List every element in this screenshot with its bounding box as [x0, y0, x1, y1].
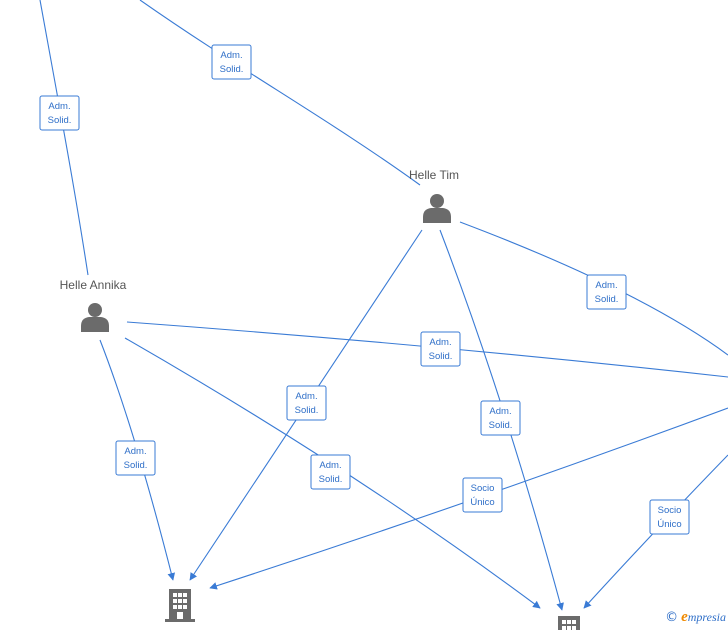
- edge-label-adm-solid[interactable]: Adm. Solid.: [310, 454, 351, 490]
- svg-text:Adm.: Adm.: [48, 101, 70, 112]
- svg-text:Adm.: Adm.: [220, 50, 242, 61]
- svg-text:Solid.: Solid.: [595, 294, 619, 305]
- edge-label-adm-solid[interactable]: Adm. Solid.: [286, 385, 327, 421]
- edge-label-socio-unico[interactable]: Socio Único: [462, 477, 503, 513]
- svg-text:Adm.: Adm.: [595, 280, 617, 291]
- edge-offscreen-to-annika: [39, 0, 89, 276]
- person-icon: [81, 303, 109, 332]
- copyright-symbol: ©: [665, 610, 679, 625]
- edge-label-adm-solid[interactable]: Adm. Solid.: [420, 331, 461, 367]
- node-helle-annika[interactable]: Helle Annika: [60, 278, 127, 332]
- edge-label-adm-solid[interactable]: Adm. Solid.: [211, 44, 252, 80]
- building-icon: [165, 589, 195, 622]
- svg-text:Único: Único: [657, 519, 681, 530]
- brand-watermark: ©empresia: [665, 609, 726, 626]
- svg-text:Solid.: Solid.: [489, 420, 513, 431]
- svg-text:Adm.: Adm.: [319, 460, 341, 471]
- node-label: Helle Annika: [60, 278, 127, 292]
- node-label: Helle Tim: [409, 168, 459, 182]
- svg-text:Solid.: Solid.: [220, 64, 244, 75]
- person-icon: [423, 194, 451, 223]
- edge-label-adm-solid[interactable]: Adm. Solid.: [480, 400, 521, 436]
- svg-text:Adm.: Adm.: [295, 391, 317, 402]
- svg-text:Solid.: Solid.: [295, 405, 319, 416]
- node-company-a[interactable]: [165, 589, 195, 622]
- edge-label-adm-solid[interactable]: Adm. Solid.: [39, 95, 80, 131]
- brand-logo-initial: e: [681, 609, 688, 625]
- node-company-b[interactable]: [558, 616, 580, 630]
- edge-label-socio-unico[interactable]: Socio Único: [649, 499, 690, 535]
- edge-label-adm-solid[interactable]: Adm. Solid.: [115, 440, 156, 476]
- svg-text:Solid.: Solid.: [124, 460, 148, 471]
- svg-text:Socio: Socio: [658, 505, 682, 516]
- svg-text:Único: Único: [470, 497, 494, 508]
- svg-text:Solid.: Solid.: [319, 474, 343, 485]
- building-icon: [558, 616, 580, 630]
- edge-offscreen-to-tim: [139, 0, 421, 186]
- node-helle-tim[interactable]: Helle Tim: [409, 168, 459, 223]
- svg-text:Solid.: Solid.: [429, 351, 453, 362]
- edge-label-adm-solid[interactable]: Adm. Solid.: [586, 274, 627, 310]
- svg-text:Adm.: Adm.: [124, 446, 146, 457]
- brand-logo-text: mpresia: [687, 610, 726, 624]
- edge-labels: Adm. Solid. Adm. Solid. Adm. Solid. Adm.…: [39, 44, 690, 535]
- svg-text:Socio: Socio: [471, 483, 495, 494]
- svg-text:Solid.: Solid.: [48, 115, 72, 126]
- svg-text:Adm.: Adm.: [489, 406, 511, 417]
- svg-text:Adm.: Adm.: [429, 337, 451, 348]
